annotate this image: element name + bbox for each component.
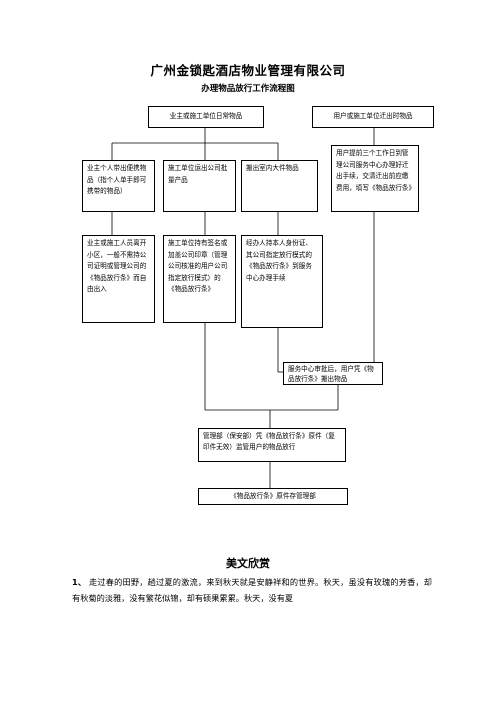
flow-box-large-items: 搬出室内大件物品	[241, 160, 318, 212]
essay-paragraph: 1、 走过春的田野，趟过夏的激流，来到秋天就是安静祥和的世界。秋天，虽没有玫瑰的…	[72, 574, 432, 606]
flow-box-management-supervision: 管理部（保安部）凭《物品放行条》原件（复印件无效）监管用户的物品放行	[198, 428, 346, 462]
flowchart-subtitle: 办理物品放行工作流程图	[201, 84, 295, 94]
document-title: 广州金锁匙酒店物业管理有限公司	[150, 63, 346, 78]
essay-text: 走过春的田野，趟过夏的激流，来到秋天就是安静祥和的世界。秋天，虽没有玫瑰的芳香，…	[72, 577, 432, 603]
flow-box-signed-pass: 施工单位持有签名或加盖公司印章（管理公司核准的用户公司指定放行模式）的《物品放行…	[163, 235, 236, 323]
flow-box-personal-items: 业主个人带出便携物品（指个人单手即可携带的物品）	[82, 160, 155, 212]
flow-box-original-archived: 《物品放行条》原件存管理部	[198, 488, 348, 505]
flow-box-free-exit: 业主或施工人员离开小区，一般不需持公司证明或管理公司的《物品放行条》而自由出入	[82, 235, 155, 323]
flow-box-service-approval: 服务中心审批后，用户凭《物品放行条》搬出物品	[283, 362, 383, 385]
flow-box-moveout-items: 用户或施工单位迁出时物品	[312, 106, 434, 128]
flow-box-id-procedure: 经办人持本人身份证、其公司指定放行模式的《物品放行条》到服务中心办理手续	[241, 235, 323, 328]
flow-box-batch-products: 施工单位运出公司批量产品	[163, 160, 236, 212]
flow-box-moveout-procedure: 用户提前三个工作日到管理公司服务中心办理好迁出手续，交清迁出前应缴费用，填写《物…	[331, 145, 419, 212]
essay-number: 1、	[72, 577, 87, 587]
flow-box-daily-items: 业主或施工单位日常物品	[148, 106, 264, 128]
essay-title: 美文欣赏	[226, 557, 270, 570]
